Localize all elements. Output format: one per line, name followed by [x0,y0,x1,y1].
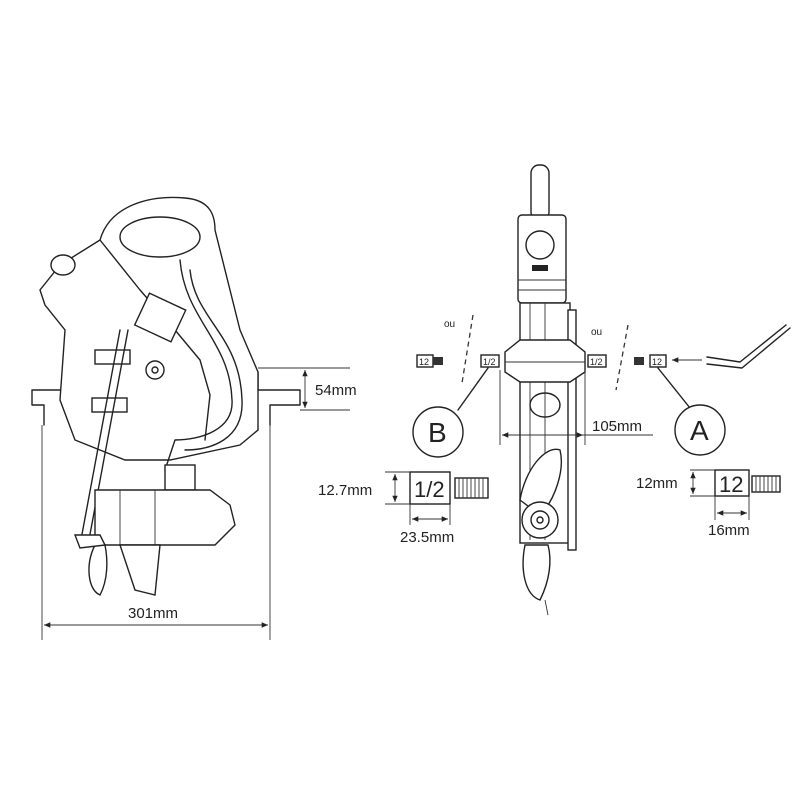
transom-height-label: 54mm [315,382,357,399]
bolt-a-inner-tag: 1/2 [590,357,603,367]
shaft-bracket [164,464,196,491]
clamp-bracket [504,339,586,383]
or-text-left: ou [444,319,455,330]
skeg [119,544,161,596]
clamp-screw-lower [91,397,128,413]
bolt-b-left-thread [433,357,443,365]
bolt-a-length-label: 16mm [708,522,750,539]
cable-channel [164,259,233,471]
clamp-width-label: 105mm [592,418,642,435]
bolt-a-tag-box [649,354,667,368]
shaft-front [79,329,121,546]
pivot-knob [145,360,165,380]
bolt-a-head [714,469,750,497]
divider-dashed-right [615,324,629,391]
bolt-b-tag-box [480,354,500,368]
bolt-a-diameter-label: 12mm [636,475,678,492]
bolt-b-length-label: 23.5mm [400,529,454,546]
label-plate [133,292,187,343]
prop-blade-lower [522,544,551,601]
callout-a [674,404,726,456]
clamp-screw-upper [94,349,131,365]
callout-b [412,406,464,458]
bolt-a-thread [751,475,781,493]
or-text-right: ou [591,327,602,338]
bolt-b-diameter-label: 12.7mm [318,482,372,499]
bolt-a-tag: 12 [652,357,662,367]
leader-a [657,367,691,409]
allen-key [706,324,787,363]
bolt-b-left-tag: 12 [419,357,429,367]
tiller-pole [530,164,550,221]
motor-side-view: 54mm 301mm [31,196,357,640]
bolt-b-head [409,471,451,505]
propeller-mount [73,534,107,549]
bolt-a-detail-tag: 12 [719,472,743,497]
propeller-blade [88,544,108,596]
brand-badge [532,265,548,271]
lower-unit [94,489,236,546]
prop-hub [521,501,559,539]
bolt-b-detail: 1/2 12.7mm 23.5mm [318,471,489,546]
shaft-rail [567,309,577,551]
bolt-a-thread [634,357,644,365]
width-label: 301mm [128,605,178,622]
divider-dashed-left [461,314,474,384]
bolt-a-inner-tag-box [587,354,607,368]
handle-opening [119,216,201,258]
housing-edge [99,239,211,441]
bolt-b-detail-tag: 1/2 [414,477,445,502]
cable-channel-outer [184,269,243,451]
pivot-center [151,366,159,374]
motor-front-view: ou 12 1/2 B 1/2 ou 12 A 105mm [412,164,791,616]
callout-a-label: A [690,415,709,446]
bolt-a-detail: 12 12mm 16mm [636,469,781,539]
callout-b-label: B [428,417,447,448]
speed-dial [525,230,555,260]
clamp-hole [529,392,561,418]
bolt-b-tag: 1/2 [483,357,496,367]
leader-b [457,367,489,411]
tilt-knob [50,254,76,276]
